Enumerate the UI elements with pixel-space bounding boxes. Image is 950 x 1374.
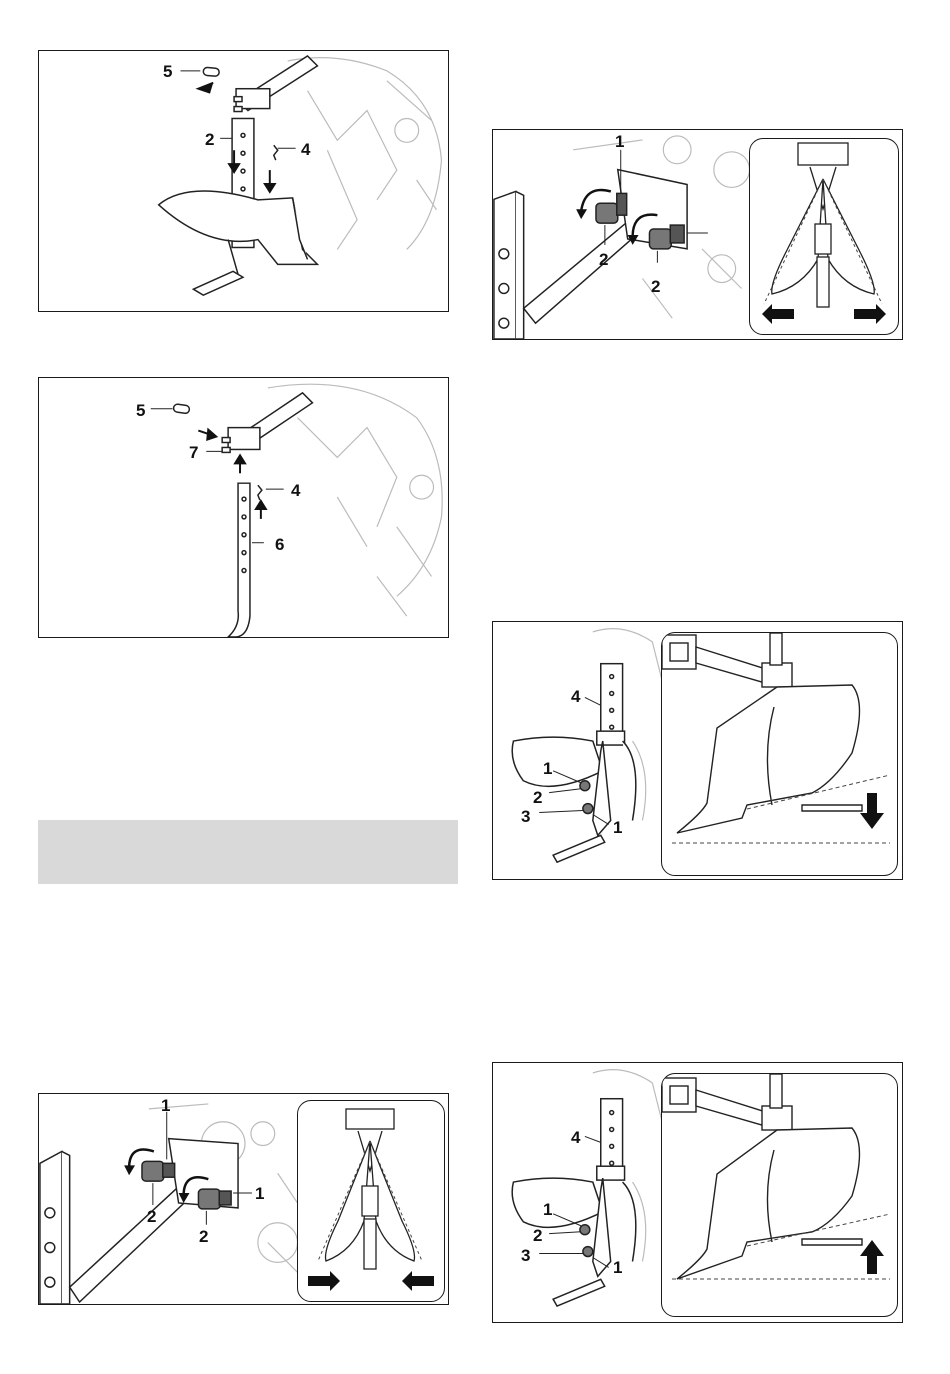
callout-5: 5 [163, 63, 172, 80]
callout-2: 2 [205, 131, 214, 148]
callout-4: 4 [291, 482, 300, 499]
figure-hiller-wings-close: 1 1 2 2 [38, 1093, 449, 1305]
hiller-wings-opening-diagram [750, 139, 898, 334]
callout-1: 1 [255, 1185, 264, 1202]
detail-inset [749, 138, 899, 335]
callout-1: 1 [161, 1097, 170, 1114]
detail-inset [661, 632, 898, 876]
figure-hiller-wings-open: 1 2 2 [492, 129, 903, 340]
callout-2: 2 [651, 278, 660, 295]
figure-plough-depth-up: 4 1 2 3 1 [492, 1062, 903, 1323]
callout-2: 2 [533, 789, 542, 806]
callout-4: 4 [571, 1129, 580, 1146]
callout-2: 2 [199, 1228, 208, 1245]
detail-inset [661, 1073, 898, 1317]
detail-inset [297, 1100, 445, 1302]
plough-frame-illustration [39, 51, 448, 311]
callout-7: 7 [189, 444, 198, 461]
callout-2: 2 [533, 1227, 542, 1244]
figure-plough-depth-down: 4 1 2 3 1 [492, 621, 903, 880]
gray-note-box [38, 820, 458, 884]
callout-1: 1 [613, 1259, 622, 1276]
callout-2: 2 [599, 251, 608, 268]
callout-5: 5 [136, 402, 145, 419]
callout-6: 6 [275, 536, 284, 553]
figure-attach-plough-frame: 5 2 4 [38, 50, 449, 312]
share-depth-up-diagram [662, 1074, 897, 1316]
hiller-wings-closing-diagram [298, 1101, 444, 1301]
callout-3: 3 [521, 1247, 530, 1264]
callout-1: 1 [543, 760, 552, 777]
figure-attach-hiller-frame: 5 7 4 6 [38, 377, 449, 638]
callout-1: 1 [613, 819, 622, 836]
callout-2: 2 [147, 1208, 156, 1225]
share-depth-down-diagram [662, 633, 897, 875]
callout-4: 4 [301, 141, 310, 158]
callout-1: 1 [543, 1201, 552, 1218]
callout-3: 3 [521, 808, 530, 825]
callout-1: 1 [615, 133, 624, 150]
hiller-frame-illustration [39, 378, 448, 637]
callout-4: 4 [571, 688, 580, 705]
